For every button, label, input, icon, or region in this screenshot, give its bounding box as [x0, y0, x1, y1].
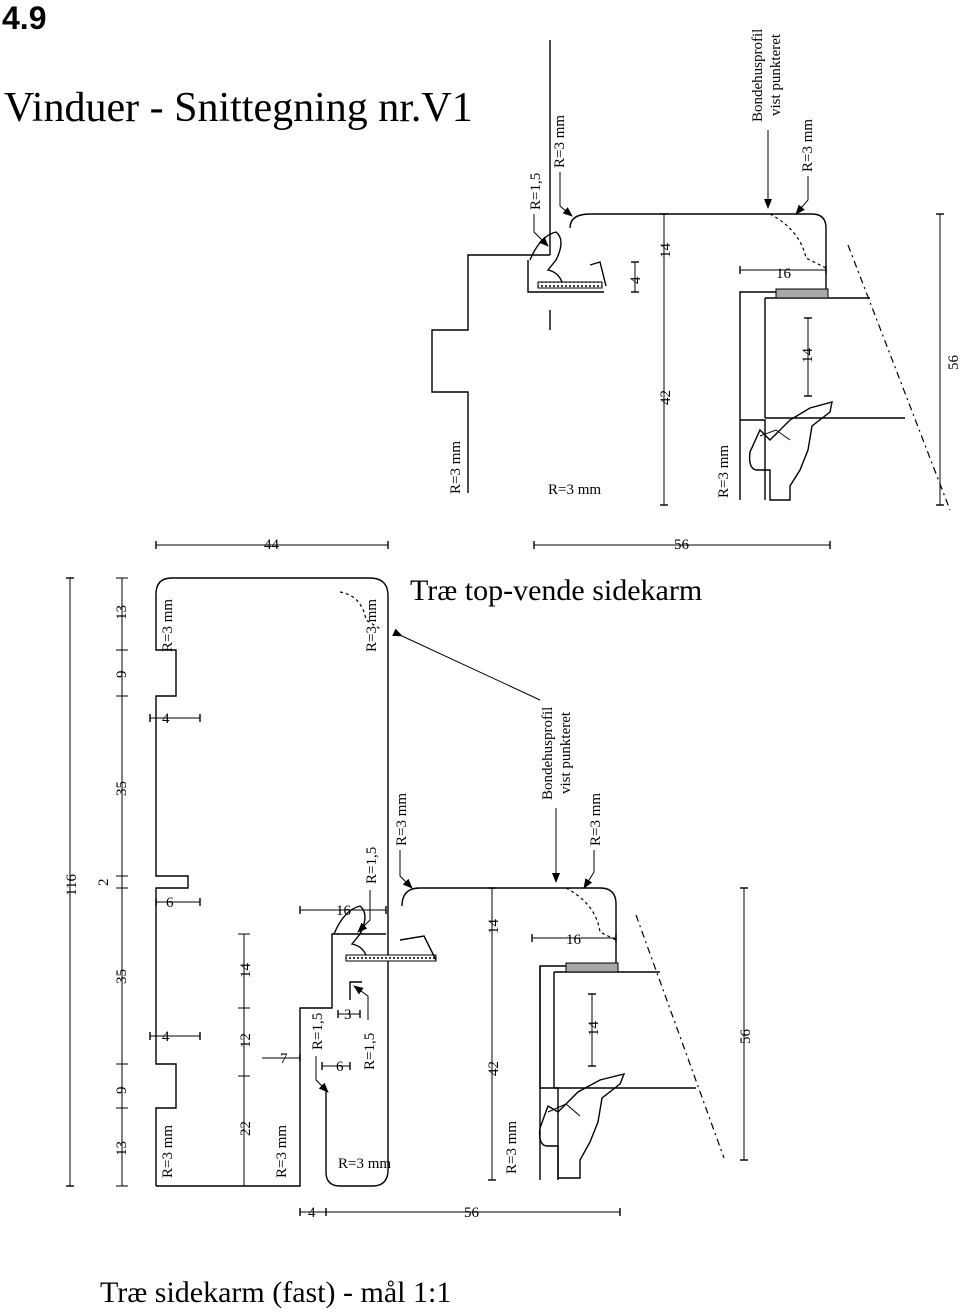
lower-r3-label-e: R=3 mm: [160, 1125, 176, 1178]
upper-bondehus-line1: Bondehusprofil: [750, 29, 766, 122]
lower-r3-label-h: R=3 mm: [504, 1121, 520, 1174]
dim-35a: 35: [114, 781, 130, 796]
dim-35b: 35: [114, 969, 130, 984]
dim-inner-7: 7: [280, 1051, 288, 1067]
dim-bottom-4: 4: [308, 1205, 316, 1221]
lower-r1-5-label-b: R=1,5: [310, 1013, 326, 1050]
dim-sash-56: 56: [738, 1029, 754, 1045]
dim-9a: 9: [114, 671, 130, 679]
upper-r1-5-label: R=1,5: [528, 173, 544, 210]
lower-r1-5-label-a: R=1,5: [364, 847, 380, 884]
dim-groove-6: 6: [166, 895, 174, 911]
dim-groove-4b: 4: [162, 1029, 170, 1045]
dim-56-top: 56: [674, 537, 690, 553]
lower-r3-label-d: R=3 mm: [394, 793, 410, 846]
bottom-dimensions: 4 56: [299, 1205, 621, 1221]
upper-r3-label-c: R=3 mm: [448, 441, 464, 494]
upper-bondehus-line2: vist punkteret: [768, 33, 784, 116]
dim-2: 2: [96, 879, 112, 887]
sash-dimensions: 14 42 16 14 56: [486, 887, 754, 1181]
dim-inner-14: 14: [238, 963, 254, 979]
dim-sash-42: 42: [486, 1061, 502, 1076]
top-dimension-row: 44 56: [155, 537, 831, 553]
dim-inner-6: 6: [336, 1059, 344, 1075]
upper-dim-42: 42: [658, 390, 674, 405]
dim-inner-12: 12: [238, 1033, 254, 1048]
lower-r3-label-a: R=3 mm: [160, 599, 176, 652]
dim-9b: 9: [114, 1087, 130, 1095]
upper-r3-label-b: R=3 mm: [800, 119, 816, 172]
inner-dimensions: 14 12 22 7 16 3 6: [238, 903, 387, 1187]
upper-dimensions: 14 4 16 42 14 56: [628, 213, 960, 506]
lower-r3-label-b: R=3 mm: [364, 599, 380, 652]
dim-44: 44: [264, 537, 280, 553]
upper-r3-label-e: R=3 mm: [716, 445, 732, 498]
lower-r3-label-g: R=3 mm: [338, 1156, 391, 1172]
lower-r3-label-f: R=3 mm: [274, 1125, 290, 1178]
bottom-section-title: Træ sidekarm (fast) - mål 1:1: [100, 1276, 452, 1309]
dim-bottom-56: 56: [464, 1205, 480, 1221]
dim-inner-3: 3: [344, 1007, 352, 1023]
upper-dim-56: 56: [946, 355, 960, 371]
lower-r3-label-c: R=3 mm: [588, 793, 604, 846]
dim-13b: 13: [114, 1141, 130, 1156]
lower-frame-profile: [155, 577, 725, 1187]
dim-inner-22: 22: [238, 1121, 254, 1136]
dim-13a: 13: [114, 605, 130, 620]
upper-dim-14b: 14: [800, 348, 816, 364]
upper-dim-16: 16: [776, 266, 792, 282]
dim-groove-4a: 4: [162, 711, 170, 727]
lower-r1-5-label-c: R=1,5: [362, 1033, 378, 1070]
dim-sash-14b: 14: [586, 1021, 602, 1037]
upper-r3-label-a: R=3 mm: [552, 115, 568, 168]
page-title: Vinduer - Snittegning nr.V1: [4, 85, 473, 131]
upper-frame-profile: [431, 40, 951, 511]
upper-labels: R=1,5 R=3 mm Bondehusprofil vist punkter…: [448, 29, 816, 498]
dim-inner-16: 16: [336, 903, 352, 919]
section-number: 4.9: [2, 0, 47, 36]
lower-bondehus-line2: vist punkteret: [558, 711, 574, 794]
dim-sash-14: 14: [486, 919, 502, 935]
groove-dimensions: 4 6 4: [149, 711, 201, 1045]
lower-bondehus-line1: Bondehusprofil: [540, 707, 556, 800]
lower-labels: R=3 mm R=3 mm Bondehusprofil vist punkte…: [160, 599, 604, 1178]
upper-dim-4: 4: [628, 276, 644, 284]
dim-sash-16: 16: [566, 932, 582, 948]
top-section-title: Træ top-vende sidekarm: [410, 574, 703, 607]
upper-r3-label-d: R=3 mm: [548, 482, 601, 498]
upper-dim-14a: 14: [658, 243, 674, 259]
dim-116: 116: [64, 874, 80, 896]
left-dimensions: 116 13 9 35 2 35 9 13: [64, 577, 130, 1187]
